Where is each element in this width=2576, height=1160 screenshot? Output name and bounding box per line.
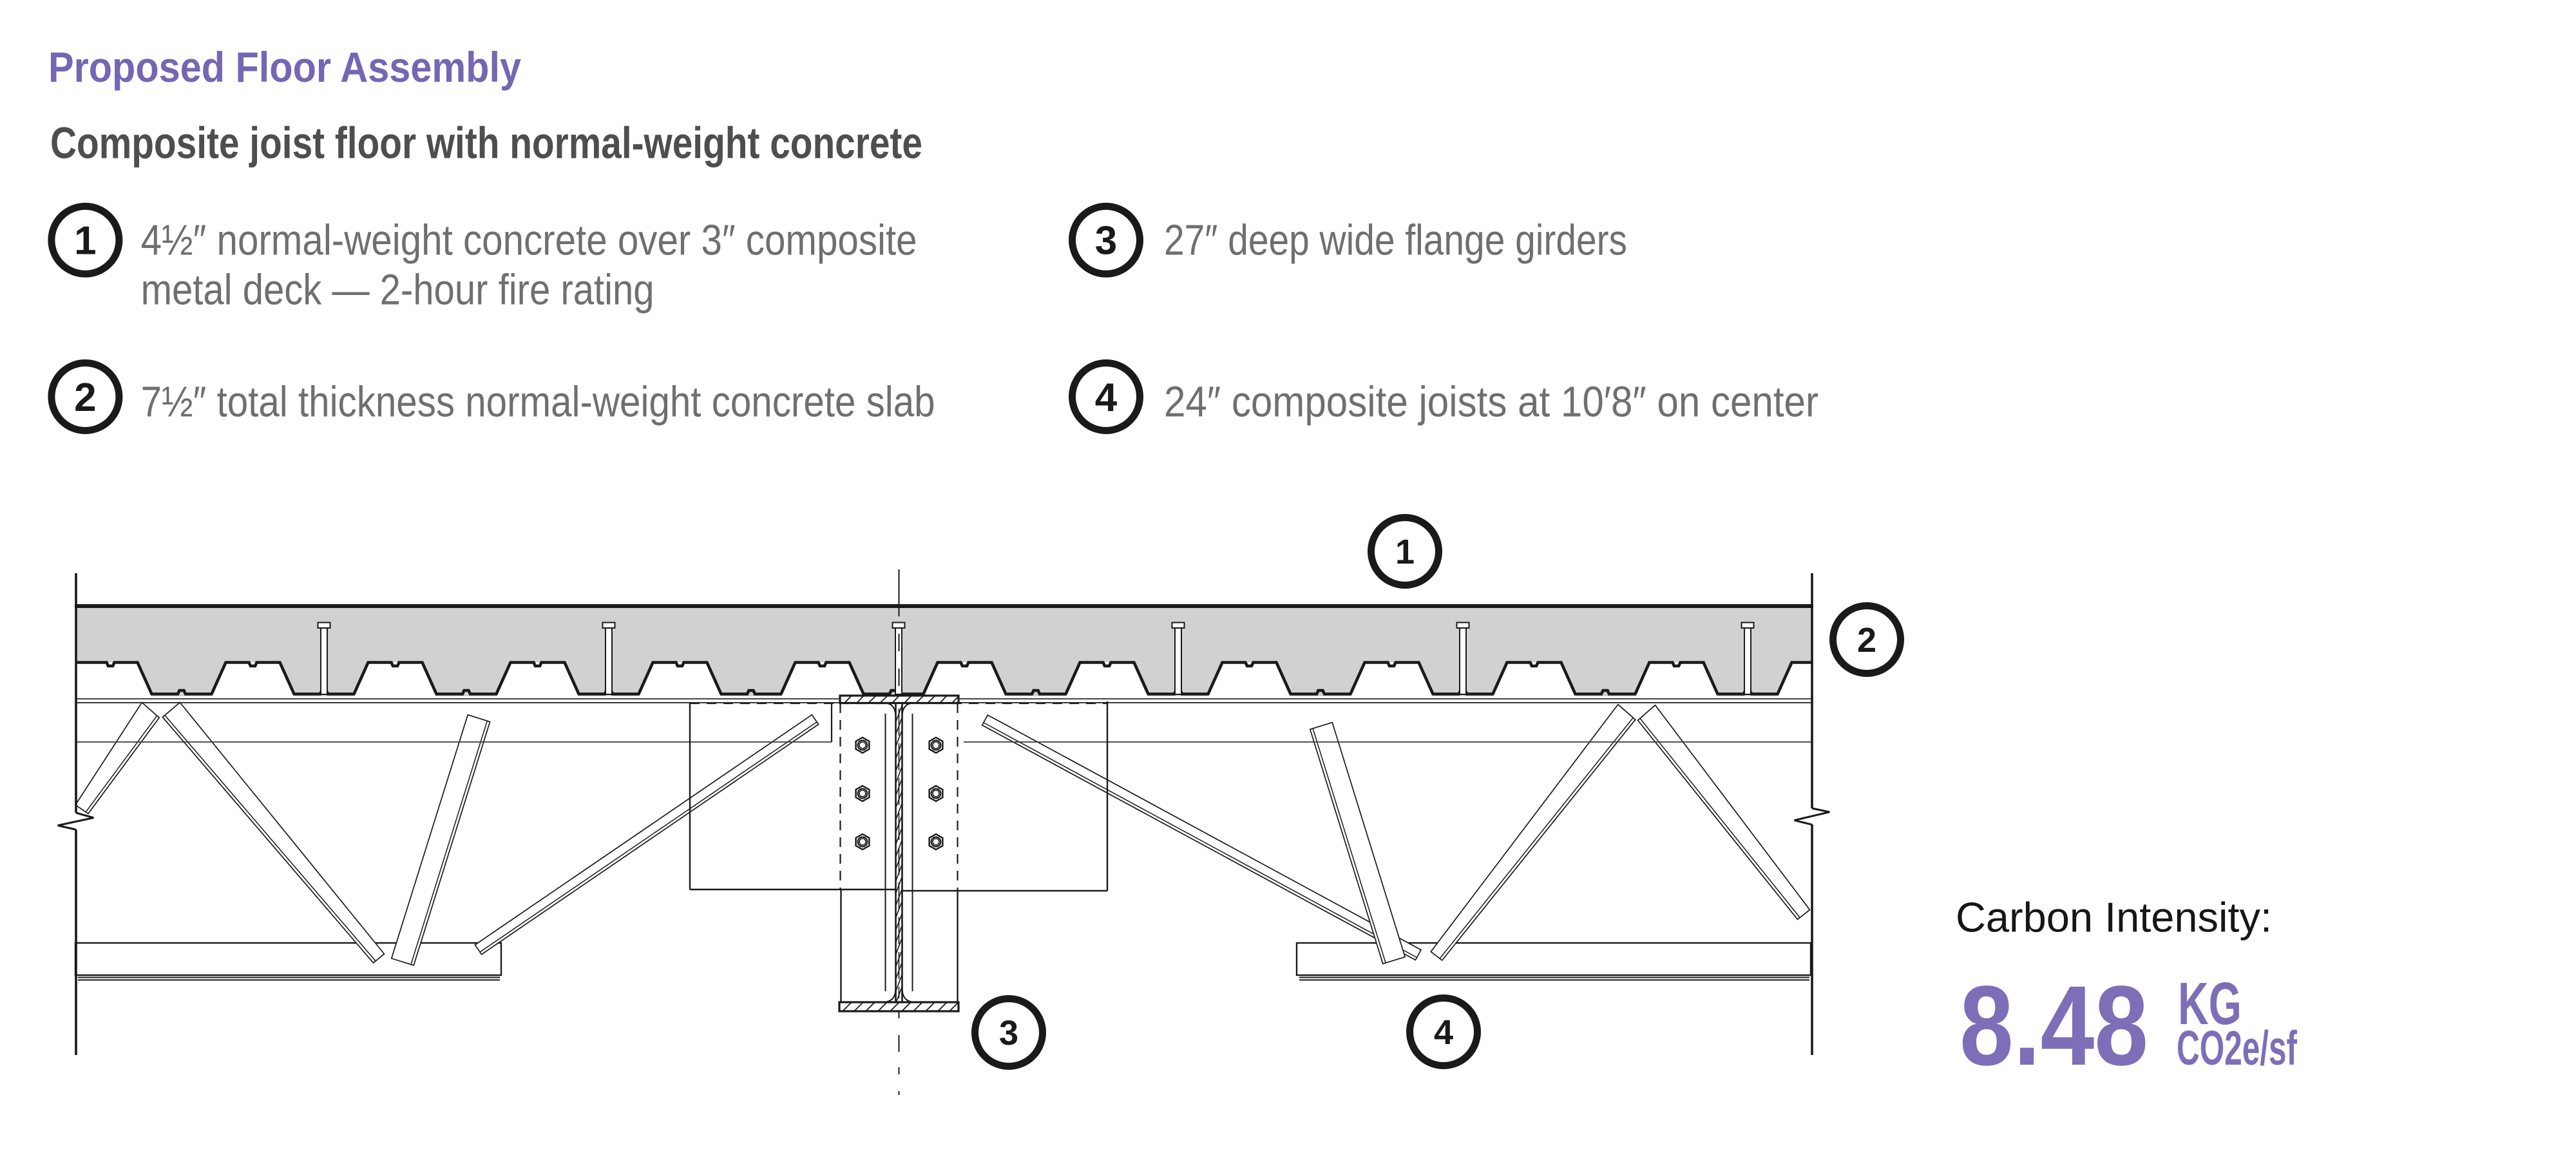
svg-text:1: 1 [74, 219, 96, 263]
svg-text:2: 2 [1857, 621, 1876, 660]
svg-text:1: 1 [1395, 533, 1415, 571]
svg-text:Proposed Floor Assembly: Proposed Floor Assembly [48, 43, 521, 91]
svg-text:Composite joist floor with nor: Composite joist floor with normal-weight… [50, 119, 922, 168]
svg-text:3: 3 [1095, 219, 1117, 263]
svg-text:CO2e/sf: CO2e/sf [2177, 1021, 2298, 1075]
svg-text:4: 4 [1095, 376, 1118, 420]
svg-text:27″ deep wide flange girders: 27″ deep wide flange girders [1164, 216, 1627, 265]
svg-text:4½″ normal-weight concrete ove: 4½″ normal-weight concrete over 3″ compo… [141, 216, 917, 265]
svg-text:Carbon Intensity:: Carbon Intensity: [1956, 894, 2272, 941]
svg-text:8.48: 8.48 [1960, 963, 2148, 1089]
svg-text:24″ composite joists at 10′8″: 24″ composite joists at 10′8″ on center [1164, 377, 1818, 426]
svg-text:4: 4 [1434, 1013, 1453, 1052]
svg-text:2: 2 [74, 376, 96, 420]
svg-text:KG: KG [2178, 970, 2242, 1037]
svg-text:7½″ total thickness normal-wei: 7½″ total thickness normal-weight concre… [141, 377, 935, 426]
svg-text:metal deck — 2-hour fire ratin: metal deck — 2-hour fire rating [141, 266, 654, 314]
svg-text:3: 3 [999, 1014, 1018, 1052]
